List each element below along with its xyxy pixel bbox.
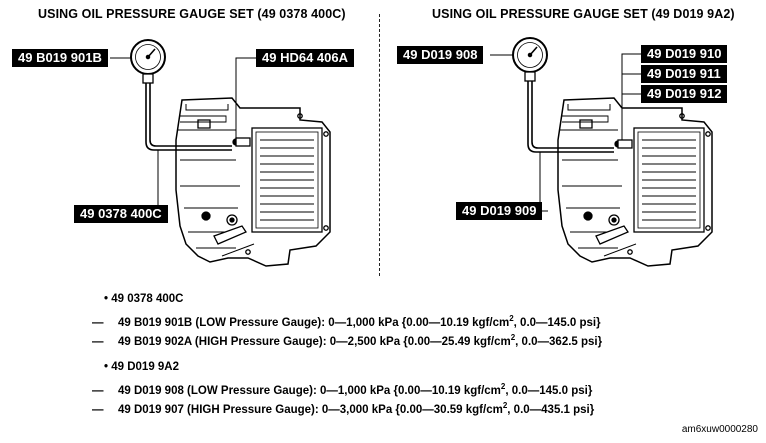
bullet: •	[104, 361, 109, 373]
label-left-adapter: 49 HD64 406A	[256, 49, 354, 67]
left-panel-title: USING OIL PRESSURE GAUGE SET (49 0378 40…	[38, 7, 346, 21]
figure-id: am6xuw0000280	[681, 424, 758, 435]
label-right-adapter-2: 49 D019 911	[641, 65, 727, 83]
panel-divider	[379, 14, 380, 276]
right-transmission-drawing	[490, 37, 713, 267]
bullet: •	[104, 293, 109, 305]
spec-set1-title: 49 0378 400C	[111, 293, 184, 305]
spec-set2-title: 49 D019 9A2	[111, 361, 180, 373]
label-right-adapter-1: 49 D019 910	[641, 45, 728, 63]
spec-heading-set2: • 49 D019 9A2	[104, 358, 179, 377]
right-hose	[527, 81, 614, 153]
spec-heading-set1: • 49 0378 400C	[104, 290, 184, 309]
label-right-gauge: 49 D019 908	[397, 46, 484, 64]
spec-line: —49 D019 907 (HIGH Pressure Gauge): 0—3,…	[92, 396, 594, 420]
label-right-hose: 49 D019 909	[456, 202, 543, 220]
spec-line: —49 B019 902A (HIGH Pressure Gauge): 0—2…	[92, 328, 602, 352]
spec-line: —49 B019 901B (LOW Pressure Gauge): 0—1,…	[92, 309, 601, 333]
spec-line: —49 D019 908 (LOW Pressure Gauge): 0—1,0…	[92, 377, 592, 401]
dash: —	[92, 403, 104, 416]
transmission-illustrations	[110, 37, 713, 267]
label-left-set: 49 0378 400C	[74, 205, 168, 223]
label-left-gauge: 49 B019 901B	[12, 49, 108, 67]
dash: —	[92, 384, 104, 397]
left-transmission-drawing	[110, 39, 331, 267]
label-right-adapter-3: 49 D019 912	[641, 85, 728, 103]
dash: —	[92, 316, 104, 329]
right-panel-title: USING OIL PRESSURE GAUGE SET (49 D019 9A…	[432, 7, 735, 21]
left-hose	[145, 83, 232, 151]
dash: —	[92, 335, 104, 348]
